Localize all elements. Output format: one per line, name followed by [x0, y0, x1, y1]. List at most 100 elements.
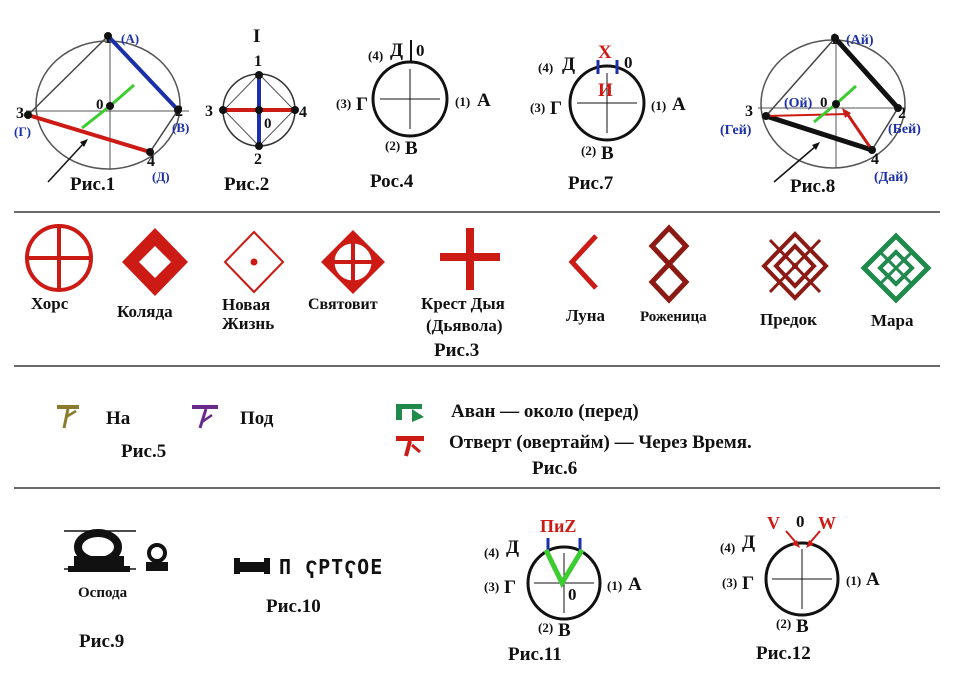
fig8-dark-chord-bottom	[765, 113, 873, 153]
fig1-node-2: 2	[175, 103, 183, 120]
fig12-a-num: (1)	[846, 573, 861, 588]
fig6-line-1: Аван — около (перед)	[451, 401, 639, 422]
symbol-khors-label: Хорс	[31, 294, 69, 313]
fig9-group: Оспода Рис.9	[64, 529, 168, 652]
fig2-caption: Рис.2	[224, 174, 269, 195]
fig4-g: Г	[356, 94, 368, 115]
fig1-circle-diagram: 1 (А) 2 (В) 3 (Г) 4 (Д) 0 Рис.1	[14, 30, 189, 195]
fig11-a-num: (1)	[607, 578, 622, 593]
fig11-top-label: ПиZ	[540, 516, 576, 536]
symbol-khors-icon	[25, 224, 93, 292]
fig11-caption: Рис.11	[508, 644, 562, 665]
fig2-node-1: 1	[254, 53, 262, 70]
fig4-a-num: (1)	[455, 94, 470, 109]
symbol-luna-icon	[568, 234, 598, 290]
fig1-node-4-sub: (Д)	[152, 169, 170, 184]
fig2-circle-diagram: I 1 2 3 4 0 Рис.2	[205, 26, 307, 195]
fig5-pod-label: Под	[240, 408, 274, 429]
fig6-group: Аван — около (перед) Отверт (овертайм) —…	[396, 401, 752, 479]
symbol-svyatovit-label: Святовит	[308, 296, 378, 313]
fig8-node-2-sub: (Бей)	[888, 122, 921, 137]
fig7-g: Г	[550, 98, 562, 119]
symbol-kolyada-icon	[122, 228, 188, 296]
fig4-d: Д	[390, 40, 403, 61]
fig8-node-1-sub: (Ай)	[846, 33, 874, 48]
fig11-d-num: (4)	[484, 545, 499, 560]
fig3-caption: Рис.3	[434, 340, 479, 361]
symbol-mara-label: Мара	[871, 311, 914, 330]
ospoda-small-glyph-icon	[146, 543, 168, 571]
fig11-v-num: (2)	[538, 620, 553, 635]
symbol-new-life-label-2: Жизнь	[222, 314, 274, 333]
symbol-mara-icon	[860, 232, 932, 304]
fig5-na-label: На	[106, 408, 131, 429]
fig7-g-num: (3)	[530, 100, 545, 115]
fig7-a: А	[672, 94, 686, 115]
symbol-luna-label: Луна	[566, 306, 606, 325]
fig1-blue-chord	[106, 34, 180, 112]
symbol-kolyada-label: Коляда	[117, 302, 173, 321]
otvert-glyph-icon	[396, 436, 424, 457]
symbol-predok-icon	[761, 231, 829, 301]
fig4-v-num: (2)	[385, 138, 400, 153]
bracket-glyph-icon	[234, 558, 270, 574]
symbol-rozhenitsa-label: Роженица	[640, 309, 707, 325]
fig4-caption: Рос.4	[370, 171, 414, 192]
pod-glyph-icon	[192, 405, 218, 429]
fig10-caption: Рис.10	[266, 596, 321, 617]
fig12-caption: Рис.12	[756, 643, 811, 664]
fig7-d: Д	[562, 54, 575, 75]
fig7-circle-diagram: Х И (4) Д 0 (1) А (3) Г (2) В Рис.7	[530, 42, 686, 194]
fig4-v: В	[405, 138, 418, 159]
fig12-w-letter: W	[818, 513, 836, 533]
fig4-zero: 0	[416, 41, 425, 60]
ospoda-glyph-icon	[64, 529, 136, 572]
fig8-node-4-sub: (Дай)	[874, 170, 908, 185]
fig11-circle-diagram: ПиZ (4) Д 0 (1) А (3) Г (2) В Рис.11	[484, 516, 642, 665]
fig2-node-4: 4	[299, 104, 307, 121]
fig4-g-num: (3)	[336, 96, 351, 111]
symbol-dyi-cross-icon	[440, 228, 500, 290]
avan-glyph-icon	[396, 404, 424, 422]
fig11-a: А	[628, 574, 642, 595]
fig4-a: А	[477, 90, 491, 111]
fig8-node-3: 3	[745, 103, 753, 120]
fig12-d: Д	[742, 532, 755, 553]
fig8-dark-chord-top	[833, 36, 900, 110]
fig1-node-1: 1	[104, 30, 112, 47]
fig10-group: П ҀРТҀОЕ Рис.10	[234, 555, 383, 617]
fig1-node-2-sub: (В)	[172, 120, 189, 135]
fig10-text: П ҀРТҀОЕ	[279, 555, 383, 579]
fig1-node-3: 3	[16, 105, 24, 122]
fig7-zero: 0	[624, 53, 633, 72]
fig4-d-num: (4)	[368, 48, 383, 63]
fig12-zero: 0	[796, 512, 805, 531]
fig8-oi-label: (Ой)	[784, 96, 813, 111]
fig6-line-2: Отверт (овертайм) — Через Время.	[449, 432, 752, 453]
na-glyph-icon	[57, 405, 79, 429]
fig9-label: Оспода	[78, 585, 128, 601]
fig1-node-4: 4	[147, 153, 155, 170]
symbol-new-life-label-1: Новая	[222, 295, 270, 314]
fig4-circle-diagram: (4) Д 0 (1) А (3) Г (2) В Рос.4	[336, 40, 491, 192]
fig7-x: Х	[598, 42, 612, 63]
fig2-top-label: I	[253, 26, 260, 47]
fig8-center-0: 0	[820, 95, 828, 111]
fig11-zero: 0	[568, 585, 577, 604]
fig12-g: Г	[742, 573, 754, 594]
fig8-circle-diagram: 1 (Ай) 2 (Бей) 3 (Гей) 4 (Дай) (Ой) 0 Ри…	[720, 31, 921, 197]
fig11-green-v	[543, 548, 585, 589]
fig2-node-2: 2	[254, 151, 262, 168]
fig12-v-letter: V	[767, 513, 780, 533]
fig12-a: А	[866, 569, 880, 590]
fig8-node-4: 4	[871, 151, 879, 168]
fig2-node-3: 3	[205, 103, 213, 120]
fig1-caption: Рис.1	[70, 174, 115, 195]
fig11-d: Д	[506, 537, 519, 558]
fig3-symbol-row: Хорс Коляда Новая Жизнь Святовит Крест	[25, 224, 932, 361]
fig1-red-chord	[27, 113, 151, 154]
fig11-v: В	[558, 620, 571, 641]
fig1-node-3-sub: (Г)	[14, 124, 31, 139]
fig7-a-num: (1)	[651, 98, 666, 113]
